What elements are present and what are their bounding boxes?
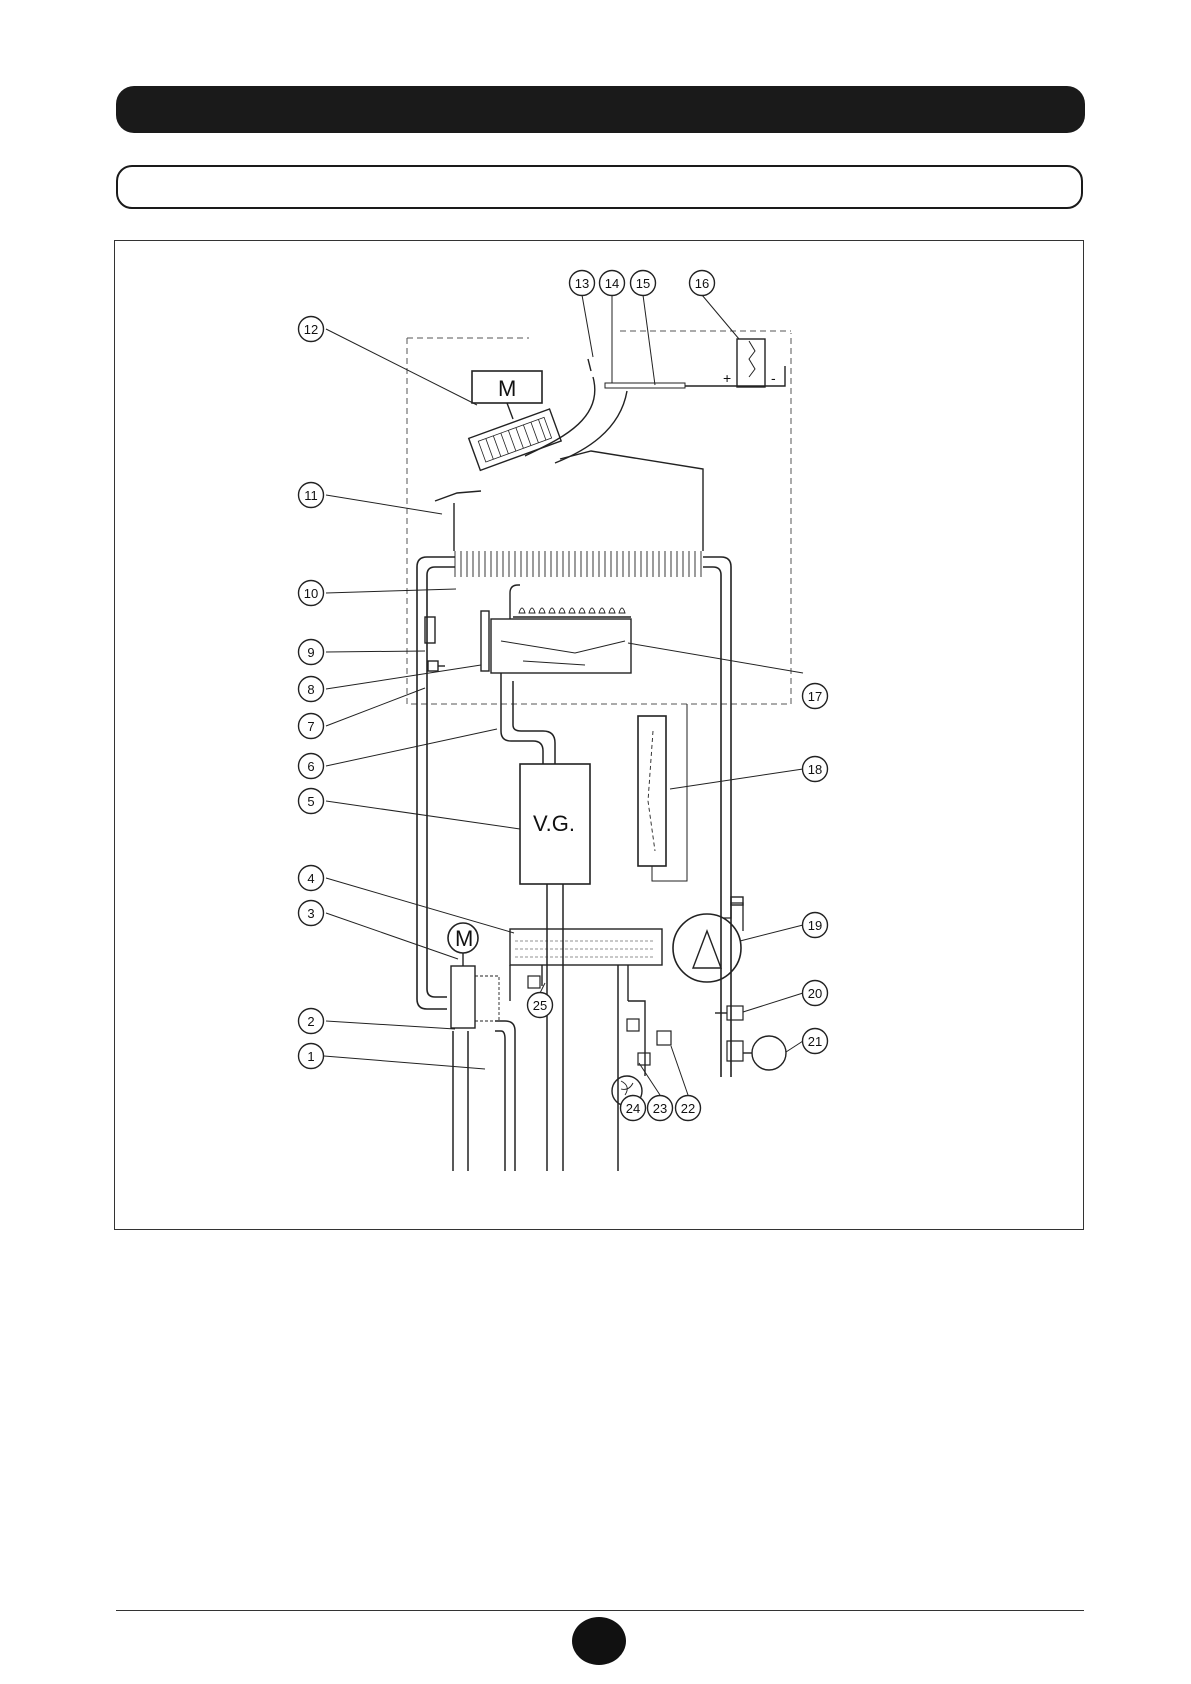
casing-outline xyxy=(406,330,792,705)
callout-18-label: 18 xyxy=(808,762,822,777)
burner xyxy=(490,584,632,674)
fan-motor-label: M xyxy=(498,376,516,401)
callout-19-label: 19 xyxy=(808,918,822,933)
primary-circuit xyxy=(416,556,732,1077)
callout-17-label: 17 xyxy=(808,689,822,704)
switch-minus-sign: - xyxy=(771,370,776,386)
callout-11-label: 11 xyxy=(304,488,318,503)
callout-9-label: 9 xyxy=(307,645,314,660)
callout-7-label: 7 xyxy=(307,719,314,734)
callout-9: 9 xyxy=(297,638,325,666)
callout-15-label: 15 xyxy=(636,276,650,291)
callout-2-label: 2 xyxy=(307,1014,314,1029)
diverter-motor: M xyxy=(447,922,500,1171)
gas-valve xyxy=(519,763,591,885)
callout-11: 11 xyxy=(297,481,325,509)
header-subtitle-bar xyxy=(116,165,1083,209)
callout-20-label: 20 xyxy=(808,986,822,1001)
callout-21-label: 21 xyxy=(808,1034,822,1049)
callout-3: 3 xyxy=(297,899,325,927)
callout-24: 24 xyxy=(619,1094,647,1122)
callout-25-label: 25 xyxy=(533,998,547,1013)
switch-plus-sign: + xyxy=(723,370,731,386)
callout-12: 12 xyxy=(297,315,325,343)
gas-valve-label: V.G. xyxy=(533,811,575,836)
callout-6: 6 xyxy=(297,752,325,780)
boiler-diagram-frame: M + - xyxy=(114,240,1084,1230)
callout-leaders xyxy=(323,294,804,1107)
page-number-badge xyxy=(572,1617,626,1665)
callout-4: 4 xyxy=(297,864,325,892)
callout-16: 16 xyxy=(688,269,716,297)
expansion-vessel xyxy=(637,704,688,882)
callout-8-label: 8 xyxy=(307,682,314,697)
callout-5: 5 xyxy=(297,787,325,815)
circulation-pump xyxy=(672,896,744,983)
callout-10: 10 xyxy=(297,579,325,607)
fan-motor: M xyxy=(471,370,543,420)
callout-18: 18 xyxy=(801,755,829,783)
callout-7: 7 xyxy=(297,712,325,740)
callout-15: 15 xyxy=(629,269,657,297)
heat-exchanger xyxy=(454,551,702,577)
callout-10-label: 10 xyxy=(304,586,318,601)
callout-1-label: 1 xyxy=(307,1049,314,1064)
callout-14-label: 14 xyxy=(605,276,619,291)
diverter-motor-label: M xyxy=(455,926,473,951)
callout-markers: 1 2 3 4 5 6 7 8 9 10 11 12 13 14 15 16 1… xyxy=(297,269,829,1122)
callout-16-label: 16 xyxy=(695,276,709,291)
callout-25: 25 xyxy=(526,991,554,1019)
callout-22-label: 22 xyxy=(681,1101,695,1116)
callout-19: 19 xyxy=(801,911,829,939)
callout-6-label: 6 xyxy=(307,759,314,774)
callout-22: 22 xyxy=(674,1094,702,1122)
callout-5-label: 5 xyxy=(307,794,314,809)
callout-21: 21 xyxy=(801,1027,829,1055)
callout-1: 1 xyxy=(297,1042,325,1070)
callout-8: 8 xyxy=(297,675,325,703)
callout-23: 23 xyxy=(646,1094,674,1122)
callout-12-label: 12 xyxy=(304,322,318,337)
fan-impeller xyxy=(467,408,563,472)
callout-4-label: 4 xyxy=(307,871,314,886)
callout-20: 20 xyxy=(801,979,829,1007)
callout-13: 13 xyxy=(568,269,596,297)
manifold-block xyxy=(509,928,663,1001)
air-pressure-switch: + - xyxy=(723,338,776,388)
header-title-bar xyxy=(116,86,1085,133)
callout-23-label: 23 xyxy=(653,1101,667,1116)
callout-3-label: 3 xyxy=(307,906,314,921)
callout-14: 14 xyxy=(598,269,626,297)
footer-rule xyxy=(116,1610,1084,1611)
callout-24-label: 24 xyxy=(626,1101,640,1116)
boiler-hydraulic-diagram: M + - xyxy=(297,269,829,1171)
callout-13-label: 13 xyxy=(575,276,589,291)
callout-2: 2 xyxy=(297,1007,325,1035)
callout-17: 17 xyxy=(801,682,829,710)
